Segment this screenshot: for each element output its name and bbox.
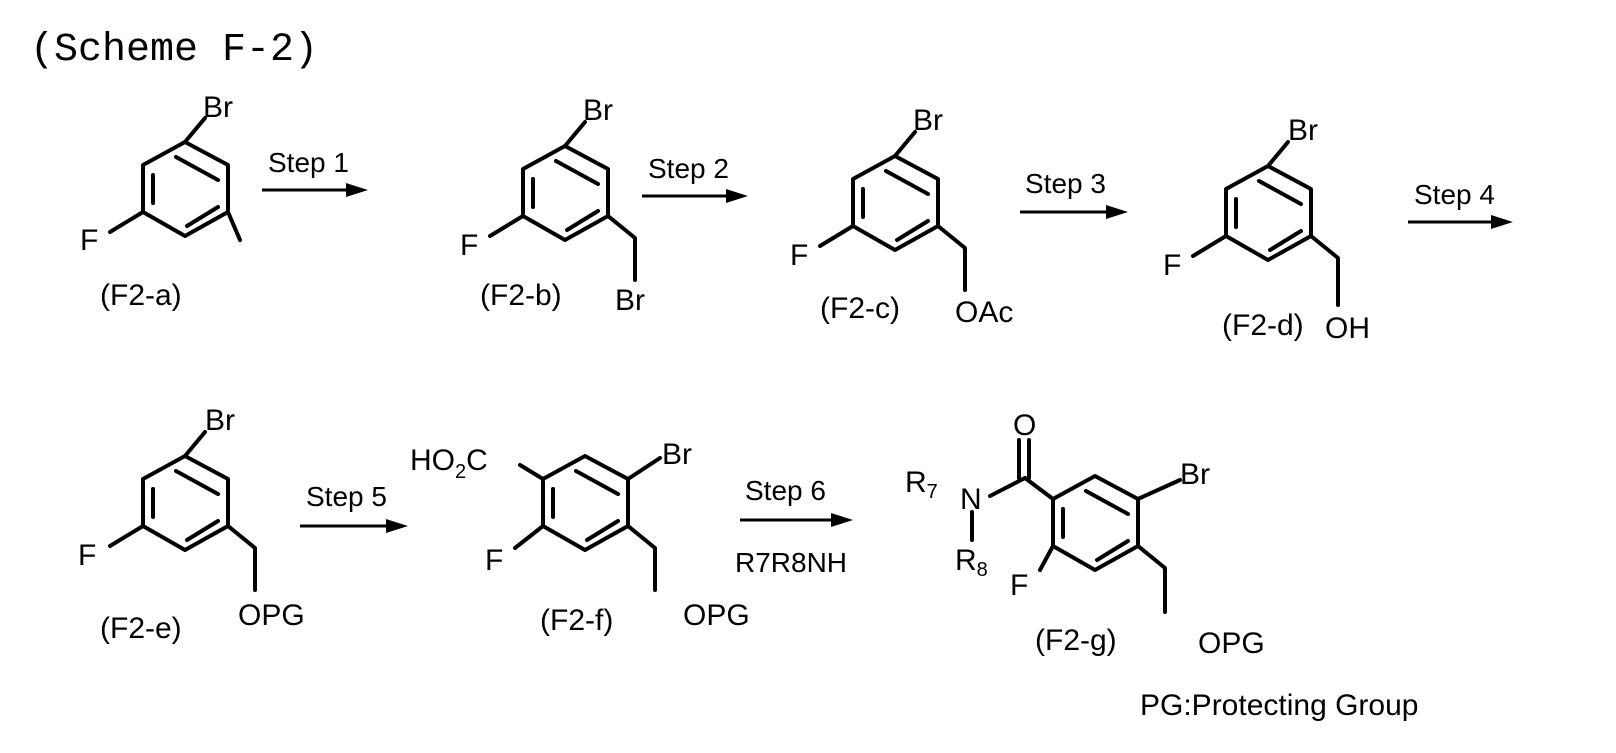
fluoro-label: F [1010,569,1028,602]
compound-label: (F2-e) [100,612,182,645]
side-chain-label: OAc [955,296,1013,329]
protecting-group-footnote: PG:Protecting Group [1140,689,1418,722]
benzene-ring [1226,166,1311,260]
reaction-arrow-step-2: Step 2 [642,153,748,203]
bond-to-br [565,122,585,146]
compound-label: (F2-b) [480,279,562,312]
bond-to-f [515,526,543,548]
compound-f2-b: Br F Br (F2-b) [460,94,645,317]
reagent-label: R7R8NH [735,547,847,578]
compound-f2-e: Br F OPG (F2-e) [78,404,305,645]
compound-label: (F2-c) [820,292,900,325]
scheme-title: (Scheme F-2) [30,28,318,73]
carboxylic-acid-label: HO2C [410,444,488,483]
bromo-label: Br [583,94,613,127]
side-chain-label: OPG [683,599,750,632]
compound-f2-a: Br F (F2-a) [80,91,240,312]
side-chain-label: OPG [1198,627,1265,660]
bromo-label: Br [203,91,233,124]
r8-label: R8 [955,544,988,581]
reaction-arrow-step-1: Step 1 [262,147,368,197]
fluoro-label: F [78,539,96,572]
ch2-chain [608,216,635,280]
bond-to-f [110,526,143,546]
fluoro-label: F [80,224,98,257]
bond-to-f [1193,236,1226,256]
oxygen-label: O [1013,409,1036,442]
step-label: Step 4 [1414,179,1495,210]
step-label: Step 5 [306,481,387,512]
reaction-arrow-step-3: Step 3 [1020,168,1128,219]
bond-to-f [490,216,523,236]
ch2-chain [938,226,965,290]
benzene-ring [853,156,938,250]
bond-to-f [110,212,143,232]
bond-to-f [820,226,853,246]
benzene-ring [543,456,628,550]
fluoro-label: F [485,544,503,577]
compound-label: (F2-f) [540,604,613,637]
bond-to-br [185,118,205,142]
side-chain-label: OH [1325,312,1370,345]
benzene-ring [143,456,228,550]
bond-to-methyl [228,212,240,240]
bond-to-carbonyl-carbon [1025,478,1053,499]
bond-to-f [1040,546,1053,570]
step-label: Step 1 [268,147,349,178]
bond-to-br [1268,142,1288,166]
r7-label: R7 [905,466,938,503]
compound-label: (F2-d) [1222,309,1304,342]
fluoro-label: F [460,229,478,262]
side-chain-label: OPG [238,599,305,632]
nitrogen-label: N [960,483,982,516]
bond-to-br [895,132,915,156]
reaction-arrow-step-6: Step 6 R7R8NH [735,475,853,578]
bromo-label: Br [1288,114,1318,147]
benzene-ring [143,142,228,236]
bromo-label: Br [205,404,235,437]
compound-label: (F2-a) [100,279,182,312]
bond-to-nitrogen [990,478,1025,496]
ch2-chain [628,526,655,590]
bond-to-acid [520,465,543,479]
bond-to-br [185,432,205,456]
ch2-chain [1138,546,1165,612]
side-chain-label: Br [615,284,645,317]
compound-f2-f: Br HO2C F OPG (F2-f) [410,438,750,637]
reaction-arrow-step-4: Step 4 [1408,179,1513,229]
benzene-ring [1053,476,1138,570]
ch2-chain [1311,236,1338,305]
fluoro-label: F [1163,249,1181,282]
compound-f2-c: Br F OAc (F2-c) [790,104,1013,329]
step-label: Step 6 [745,475,826,506]
bromo-label: Br [1180,458,1210,491]
compound-label: (F2-g) [1035,624,1117,657]
bond-to-br [1138,480,1180,499]
fluoro-label: F [790,239,808,272]
bromo-label: Br [913,104,943,137]
benzene-ring [523,146,608,240]
bromo-label: Br [662,438,692,471]
step-label: Step 3 [1025,168,1106,199]
reaction-arrow-step-5: Step 5 [300,481,408,533]
step-label: Step 2 [648,153,729,184]
compound-f2-g: O N R7 R8 Br F OPG (F2-g) [905,409,1265,660]
ch2-chain [228,526,255,590]
bond-to-br [628,458,660,479]
compound-f2-d: Br F OH (F2-d) [1163,114,1370,345]
